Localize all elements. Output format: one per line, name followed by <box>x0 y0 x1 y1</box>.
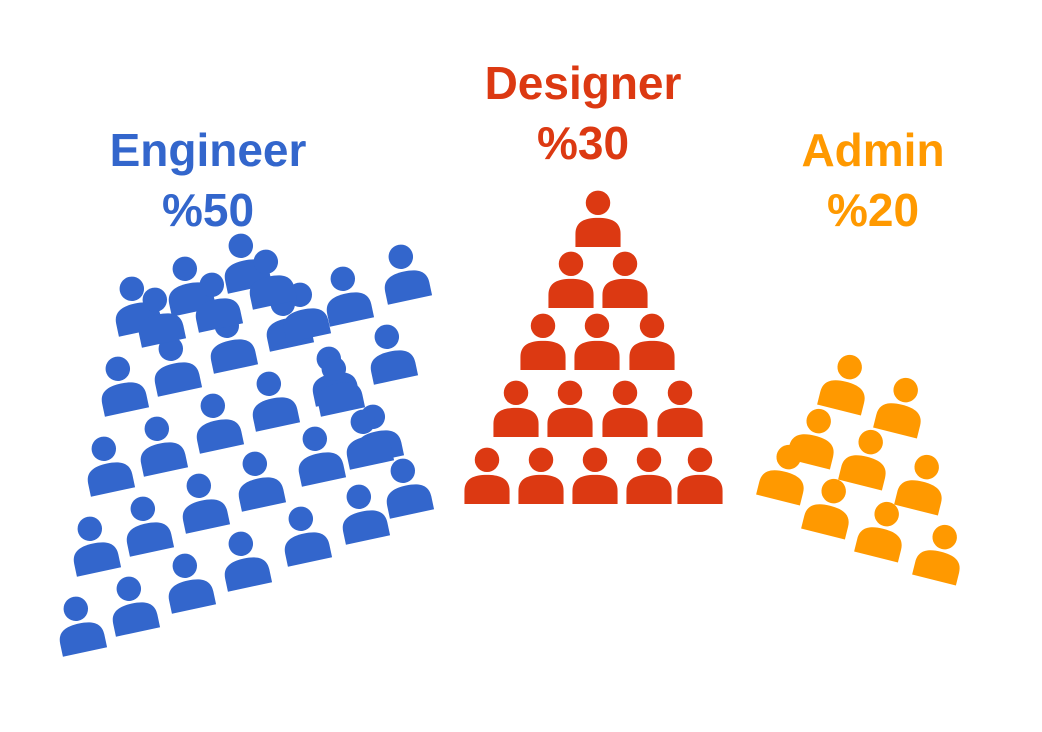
engineer-person-icon-18 <box>362 320 419 385</box>
engineer-person-icon-24 <box>376 240 433 305</box>
engineer-person-icon-4 <box>216 527 273 592</box>
designer-percent: %30 <box>537 117 629 169</box>
designer-person-icon-5 <box>574 313 620 370</box>
designer-person-icon-10 <box>657 380 703 437</box>
admin-icons <box>756 349 970 586</box>
admin-person-icon-5 <box>894 449 952 516</box>
engineer-person-icon-9 <box>174 469 231 534</box>
designer-title: Designer <box>485 57 682 109</box>
engineer-person-icon-5 <box>276 502 333 567</box>
designer-person-icon-8 <box>547 380 593 437</box>
admin-person-icon-4 <box>838 424 896 491</box>
designer-person-icon-12 <box>518 447 564 504</box>
engineer-person-icon-2 <box>104 572 161 637</box>
designer-person-icon-11 <box>464 447 510 504</box>
admin-person-icon-2 <box>873 372 931 439</box>
designer-person-icon-6 <box>629 313 675 370</box>
designer-person-icon-7 <box>493 380 539 437</box>
engineer-person-icon-14 <box>132 412 189 477</box>
admin-percent: %20 <box>827 184 919 236</box>
engineer-person-icon-1 <box>51 592 108 657</box>
engineer-person-icon-16 <box>244 367 301 432</box>
engineer-percent: %50 <box>162 184 254 236</box>
engineer-person-icon-10 <box>230 447 287 512</box>
engineer-person-icon-8 <box>118 492 175 557</box>
designer-person-icon-14 <box>626 447 672 504</box>
engineer-icons <box>51 229 435 657</box>
designer-person-icon-15 <box>677 447 723 504</box>
engineer-person-icon-28 <box>378 454 435 519</box>
designer-icons <box>464 190 723 504</box>
admin-person-icon-9 <box>912 519 970 586</box>
designer-person-icon-13 <box>572 447 618 504</box>
engineer-person-icon-19 <box>93 352 150 417</box>
admin-person-icon-7 <box>801 473 859 540</box>
designer-person-icon-3 <box>602 251 648 308</box>
engineer-person-icon-13 <box>79 432 136 497</box>
designer-person-icon-2 <box>548 251 594 308</box>
designer-person-icon-4 <box>520 313 566 370</box>
designer-person-icon-9 <box>602 380 648 437</box>
admin-title: Admin <box>801 124 944 176</box>
engineer-person-icon-7 <box>65 512 122 577</box>
engineer-person-icon-15 <box>188 389 245 454</box>
engineer-person-icon-6 <box>334 480 391 545</box>
admin-person-icon-1 <box>817 349 875 416</box>
engineer-title: Engineer <box>110 124 307 176</box>
engineer-person-icon-11 <box>290 422 347 487</box>
engineer-person-icon-3 <box>160 549 217 614</box>
designer-person-icon-1 <box>575 190 621 247</box>
